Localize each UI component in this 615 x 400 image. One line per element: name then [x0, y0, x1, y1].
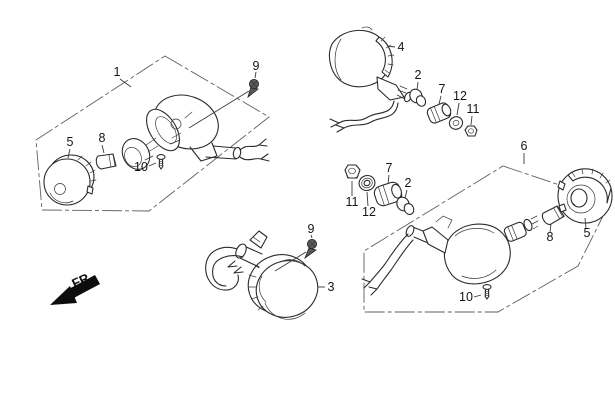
group1-screw10-icon — [156, 154, 166, 170]
front-direction-arrow: FR. — [50, 269, 100, 305]
loose-grommet7-drawing — [373, 181, 403, 207]
assembly4-nut2-drawing — [409, 88, 427, 107]
callout-assembly4-grommet: 7 — [439, 82, 446, 96]
callout-5-leader — [67, 148, 71, 159]
callout-loose-nut: 2 — [405, 176, 412, 190]
group1-bulb-drawing — [95, 153, 117, 170]
group1-socket-drawing — [121, 137, 159, 170]
loose-washer12-drawing — [358, 174, 376, 192]
callout-loose-grommet: 7 — [386, 161, 393, 175]
callout-mid-7-leader — [387, 174, 390, 185]
callout-4-leader — [386, 45, 396, 48]
callout-assembly4-nut: 2 — [415, 68, 422, 82]
callout-a4-2-leader — [416, 81, 419, 91]
assembly4-locknut11-drawing — [464, 125, 478, 137]
assembly3-screw9-icon — [304, 238, 317, 260]
group1-winker-housing-drawing — [146, 94, 270, 162]
callout-group6-lens: 5 — [584, 226, 591, 240]
assembly3-screw9-leader — [274, 251, 307, 272]
assembly3-winker-drawing — [205, 230, 319, 320]
group6-box — [363, 165, 611, 313]
loose-locknut11-drawing — [344, 164, 361, 179]
callout-10-leader — [148, 162, 157, 167]
callout-loose-locknut: 11 — [346, 195, 359, 209]
callout-a4-12-leader — [456, 102, 460, 116]
fr-arrow-shaft — [65, 275, 100, 300]
callout-a4-11-leader — [470, 115, 473, 126]
group1-screw9-icon — [247, 79, 259, 99]
callout-group1-ref-leader — [119, 78, 132, 88]
loose-nut2-drawing — [396, 196, 415, 215]
group6-outline — [363, 165, 611, 313]
callout-assembly4-locknut: 11 — [467, 102, 480, 116]
callout-9-leader — [254, 71, 257, 79]
callout-assembly4-washer: 12 — [453, 89, 467, 103]
group1-outline — [35, 55, 270, 212]
callout-group1-screw-bottom: 10 — [134, 160, 148, 174]
group1-screw9-leader — [188, 90, 250, 129]
callout-mid-12-leader — [366, 191, 369, 207]
callout-group1-lens: 5 — [67, 135, 74, 149]
callout-loose-washer: 12 — [362, 205, 376, 219]
callout-8-leader — [101, 144, 105, 154]
callout-mid-2-leader — [404, 189, 408, 199]
group1-wire-drawing — [239, 144, 260, 151]
fr-arrow-head-icon — [50, 286, 77, 305]
assembly4-washer12-drawing — [448, 116, 464, 130]
callout-g6-10-leader — [473, 294, 482, 298]
callout-group6-screw-bottom: 10 — [459, 290, 473, 304]
callout-group6-bulb: 8 — [547, 230, 554, 244]
group1-lens-drawing — [43, 154, 97, 206]
assembly4-grommet7-drawing — [426, 102, 452, 124]
callout-a3-9-leader — [310, 234, 313, 239]
callout-assembly4-body: 4 — [398, 40, 405, 54]
group6-lens-drawing — [557, 168, 613, 224]
group6-winker-housing-drawing — [361, 215, 511, 296]
callout-g6-8-leader — [549, 223, 552, 233]
callout-group1-bulb: 8 — [99, 131, 106, 145]
callout-group1-screw-top: 9 — [253, 59, 260, 73]
callout-assembly3-screw-top: 9 — [308, 222, 315, 236]
callout-a4-7-leader — [438, 95, 442, 105]
group6-socket-drawing — [503, 215, 539, 242]
group1-box — [35, 55, 270, 212]
group6-screw10-icon — [482, 284, 492, 300]
group6-bulb-drawing — [541, 205, 565, 226]
callout-assembly3-body: 3 — [328, 280, 335, 294]
callout-group1-ref: 1 — [114, 65, 121, 79]
callout-group6-ref: 6 — [521, 139, 528, 153]
callout-g6-5-leader — [584, 217, 587, 229]
